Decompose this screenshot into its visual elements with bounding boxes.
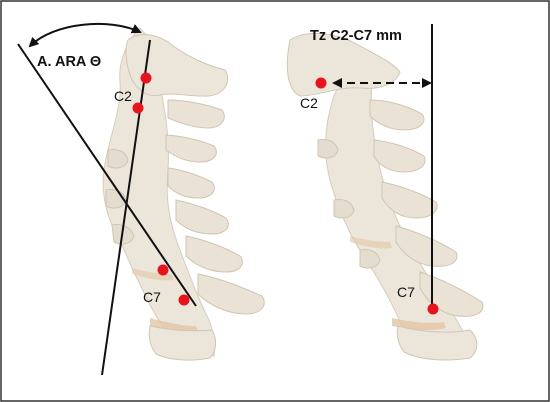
right-panel-title: Tz C2-C7 mm	[310, 28, 402, 44]
right-label-c2: C2	[300, 95, 318, 111]
left-marker-c7-upper	[157, 264, 169, 276]
reference-line	[101, 39, 151, 376]
left-marker-c7-lower	[178, 294, 190, 306]
left-label-c2: C2	[114, 88, 132, 104]
right-label-c7: C7	[397, 284, 415, 300]
left-label-c7: C7	[143, 289, 161, 305]
left-cervical-spine-illustration	[102, 27, 265, 361]
right-cervical-spine-illustration	[286, 33, 484, 361]
right-marker-c7	[427, 303, 439, 315]
left-panel-title: A. ARA Θ	[37, 54, 101, 70]
angle-arc-arrow	[28, 23, 142, 48]
left-marker-c2-upper	[140, 72, 152, 84]
right-marker-c2	[315, 77, 327, 89]
left-marker-c2-lower	[132, 102, 144, 114]
c2-c7-line	[17, 43, 197, 307]
